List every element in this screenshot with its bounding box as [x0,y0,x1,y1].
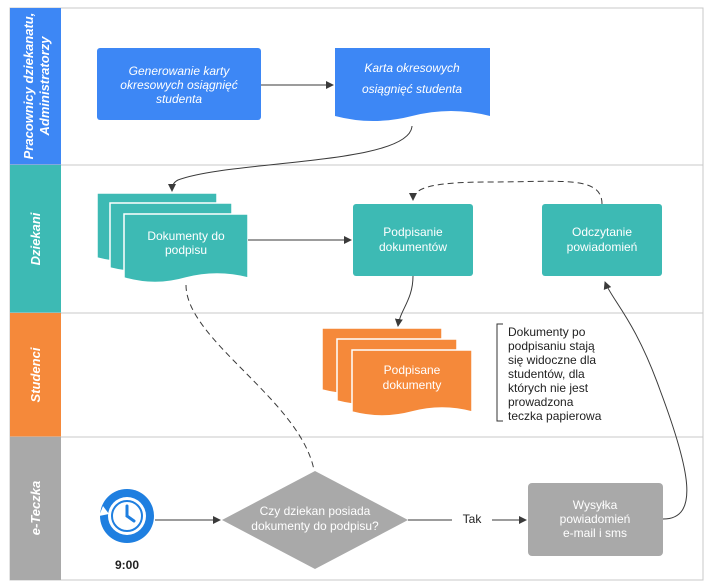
card-line2: osiągnięć studenta [362,82,462,96]
lane-title-admins-line2: Administratorzy [37,36,52,137]
generate-line3: studenta [156,92,202,106]
multidoc-docs-to-sign: Dokumenty do podpisu [96,192,249,284]
arrow-card-to-docs [168,125,413,192]
lane-header-eteczka [10,437,61,580]
timer-start: 9:00 [99,489,154,572]
lane-title-studenci: Studenci [28,347,43,402]
yes-label: Tak [463,512,483,526]
lane-title-dziekani: Dziekani [28,212,43,265]
generate-line1: Generowanie karty [129,64,231,78]
dashed-read-to-signing [409,180,603,205]
arrow-send-to-read [603,281,688,520]
decision-diamond: Czy dziekan posiada dokumenty do podpisu… [222,471,408,569]
generate-line2: okresowych osiągnięć [120,78,237,92]
signing-line2: dokumentów [379,240,447,254]
lane-header-admins [10,8,61,165]
clock-icon [99,489,154,543]
send-line3: e-mail i sms [563,526,627,540]
process-generate-card: Generowanie karty okresowych osiągnięć s… [97,48,261,120]
signed-docs-line2: dokumenty [383,378,442,392]
process-send-notifications: Wysyłka powiadomień e-mail i sms [528,483,663,556]
signing-line1: Podpisanie [383,225,443,239]
read-notifications-line2: powiadomień [567,240,638,254]
connectors [155,81,688,524]
note-line1: Dokumenty po [508,325,586,339]
signed-docs-line1: Podpisane [384,363,441,377]
decision-line1: Czy dziekan posiada [260,504,371,518]
note-line5: których nie jest [508,381,589,395]
docs-to-sign-line2: podpisu [165,243,207,257]
process-read-notifications: Odczytanie powiadomień [542,204,662,276]
send-line2: powiadomień [560,512,631,526]
multidoc-signed-docs: Podpisane dokumenty [321,327,473,417]
read-notifications-line1: Odczytanie [572,225,632,239]
decision-line2: dokumenty do podpisu? [251,519,379,533]
process-signing: Podpisanie dokumentów [353,204,473,276]
note-line2: podpisaniu stają [508,339,595,353]
note-line4: studentów, dla [508,367,585,381]
lane-header-studenci [10,313,61,437]
note-line6: prowadzona [508,395,574,409]
lane-header-dziekani [10,165,61,313]
note-line3: się widoczne dla [508,353,596,367]
dashed-docs-to-decision [185,284,315,471]
lane-title-eteczka: e-Teczka [28,481,43,535]
lane-title-admins-line1: Pracownicy dziekanatu, [21,13,36,160]
document-card: Karta okresowych osiągnięć studenta [335,48,490,121]
docs-to-sign-line1: Dokumenty do [147,229,225,243]
arrow-signing-to-signed [394,275,414,327]
annotation-note: Dokumenty po podpisaniu stają się widocz… [496,323,602,423]
timer-label: 9:00 [115,558,139,572]
send-line1: Wysyłka [573,498,618,512]
note-line7: teczka papierowa [508,409,602,423]
card-line1: Karta okresowych [364,61,460,75]
